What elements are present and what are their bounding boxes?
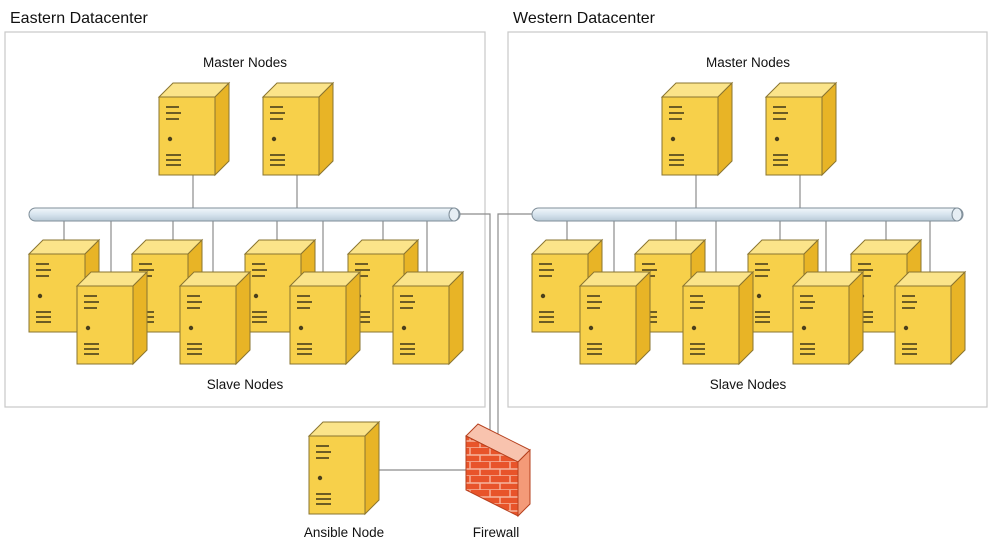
master-server-icon[interactable] [262, 82, 334, 176]
datacenter-title: Eastern Datacenter [10, 10, 149, 27]
firewall: Firewall [465, 423, 531, 540]
ansible-node: Ansible Node [304, 421, 384, 540]
western-datacenter: Western Datacenter Master Nodes Slave No… [507, 10, 988, 408]
slave-nodes-label: Slave Nodes [710, 377, 787, 392]
datacenter-frame [507, 31, 988, 408]
slave-server-icon[interactable] [792, 271, 864, 365]
ansible-server-icon[interactable] [308, 421, 380, 515]
western-master-servers [661, 82, 837, 176]
datacenter-title: Western Datacenter [513, 10, 656, 27]
master-nodes-label: Master Nodes [203, 55, 287, 70]
firewall-label: Firewall [473, 525, 520, 540]
master-server-icon[interactable] [158, 82, 230, 176]
eastern-master-servers [158, 82, 334, 176]
master-server-icon[interactable] [765, 82, 837, 176]
datacenter-frame [4, 31, 486, 408]
slave-server-icon[interactable] [289, 271, 361, 365]
eastern-datacenter: Eastern Datacenter Master Nodes Slave No… [4, 10, 486, 408]
master-server-icon[interactable] [661, 82, 733, 176]
master-nodes-label: Master Nodes [706, 55, 790, 70]
slave-server-icon[interactable] [392, 271, 464, 365]
slave-server-icon[interactable] [76, 271, 148, 365]
eastern-slave-servers [28, 239, 464, 365]
slave-server-icon[interactable] [579, 271, 651, 365]
western-slave-servers [531, 239, 966, 365]
slave-server-icon[interactable] [894, 271, 966, 365]
western-network-bus [531, 207, 964, 222]
firewall-icon[interactable] [465, 423, 531, 518]
slave-server-icon[interactable] [179, 271, 251, 365]
ansible-node-label: Ansible Node [304, 525, 384, 540]
slave-server-icon[interactable] [682, 271, 754, 365]
slave-nodes-label: Slave Nodes [207, 377, 284, 392]
eastern-network-bus [28, 207, 461, 222]
